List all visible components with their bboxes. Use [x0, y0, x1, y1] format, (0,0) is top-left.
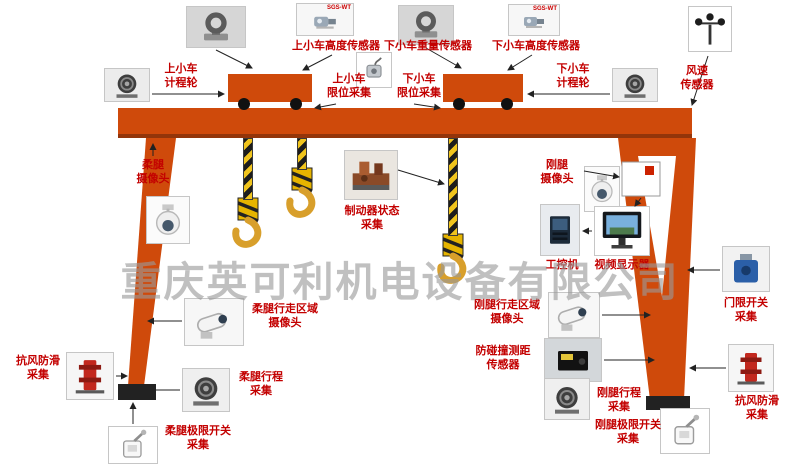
trolley-wheel — [453, 98, 465, 110]
wind-speed-sensor-photo — [688, 6, 732, 52]
cab-indicator — [645, 166, 654, 175]
rigid-leg-travel-wheel-photo — [544, 378, 590, 420]
upper-trolley — [228, 74, 312, 102]
label-lower-trolley-odometer-wheel: 下小车 计程轮 — [556, 63, 590, 90]
label-rigid-leg-camera: 刚腿 摄像头 — [540, 159, 574, 186]
anti-collision-sensor-photo — [544, 338, 602, 382]
label-flexible-leg-travel-collect: 柔腿行程 采集 — [239, 371, 283, 398]
lower-trolley-height-sensor-photo: SGS-WT — [508, 4, 560, 36]
label-anti-wind-anti-slip-collect-right: 抗风防滑 采集 — [735, 395, 779, 422]
label-upper-trolley-odometer-wheel: 上小车 计程轮 — [164, 63, 198, 90]
label-rigid-leg-travel-collect: 刚腿行程 采集 — [597, 387, 641, 414]
flexible-leg-area-camera-photo — [184, 298, 244, 346]
label-industrial-computer: 工控机 — [545, 259, 579, 271]
label-anti-wind-anti-slip-collect-left: 抗风防滑 采集 — [16, 355, 60, 382]
trolley-wheel — [290, 98, 302, 110]
label-flexible-leg-walk-area-camera: 柔腿行走区域 摄像头 — [252, 303, 318, 330]
label-lower-trolley-height-sensor: 下小车高度传感器 — [492, 40, 580, 52]
lower-trolley — [443, 74, 523, 102]
industrial-computer-photo — [540, 204, 580, 256]
upper-trolley-height-sensor-photo: SGS-WT — [296, 3, 354, 36]
hoist-cable — [448, 138, 458, 236]
label-flexible-leg-camera: 柔腿 摄像头 — [136, 159, 170, 186]
label-upper-trolley-height-sensor: 上小车高度传感器 — [292, 40, 380, 52]
brake-photo — [344, 150, 398, 200]
sensor-model-caption: SGS-WT — [327, 5, 351, 11]
label-anti-collision-ranging-sensor: 防碰撞测距 传感器 — [475, 345, 531, 372]
video-display-photo — [594, 206, 650, 256]
upper-trolley-odometer-wheel-photo — [104, 68, 150, 102]
label-flexible-leg-limit-switch-collect: 柔腿极限开关 采集 — [165, 425, 231, 452]
crane-main-beam — [118, 108, 692, 138]
flexible-leg-limit-switch-photo — [108, 426, 158, 464]
rigid-leg-area-camera-photo — [548, 292, 600, 338]
flexible-leg-camera-photo — [146, 196, 190, 244]
trolley-wheel — [238, 98, 250, 110]
label-door-limit-switch-collect: 门限开关 采集 — [724, 297, 768, 324]
sensor-model-caption: SGS-WT — [533, 6, 557, 12]
flexible-leg-bogie — [118, 384, 156, 400]
weight-sensor-photo — [356, 52, 392, 88]
height-sensor-reel-photo-1 — [186, 6, 246, 48]
height-sensor-reel-photo-2 — [398, 5, 454, 45]
rigid-leg-limit-switch-photo — [660, 408, 710, 454]
flexible-leg-travel-wheel-photo — [182, 368, 230, 412]
label-upper-trolley-limit-collect: 上小车 限位采集 — [327, 73, 371, 100]
anti-wind-device-photo-right — [728, 344, 774, 392]
label-video-display: 视频显示器 — [594, 259, 650, 271]
trolley-wheel — [501, 98, 513, 110]
label-brake-status-collect: 制动器状态 采集 — [344, 205, 400, 232]
beam-rail — [118, 134, 692, 138]
hoist-cable — [297, 138, 307, 170]
label-rigid-leg-walk-area-camera: 刚腿行走区域 摄像头 — [474, 299, 540, 326]
lower-trolley-odometer-wheel-photo — [612, 68, 658, 102]
anti-wind-device-photo-left — [66, 352, 114, 400]
label-lower-trolley-limit-collect: 下小车 限位采集 — [397, 73, 441, 100]
label-rigid-leg-limit-switch-collect: 刚腿极限开关 采集 — [595, 419, 661, 446]
door-limit-switch-photo — [722, 246, 770, 292]
label-lower-trolley-weight-sensor: 下小车重量传感器 — [384, 40, 472, 52]
hoist-cable — [243, 138, 253, 200]
label-wind-speed-sensor: 风速 传感器 — [680, 65, 714, 92]
